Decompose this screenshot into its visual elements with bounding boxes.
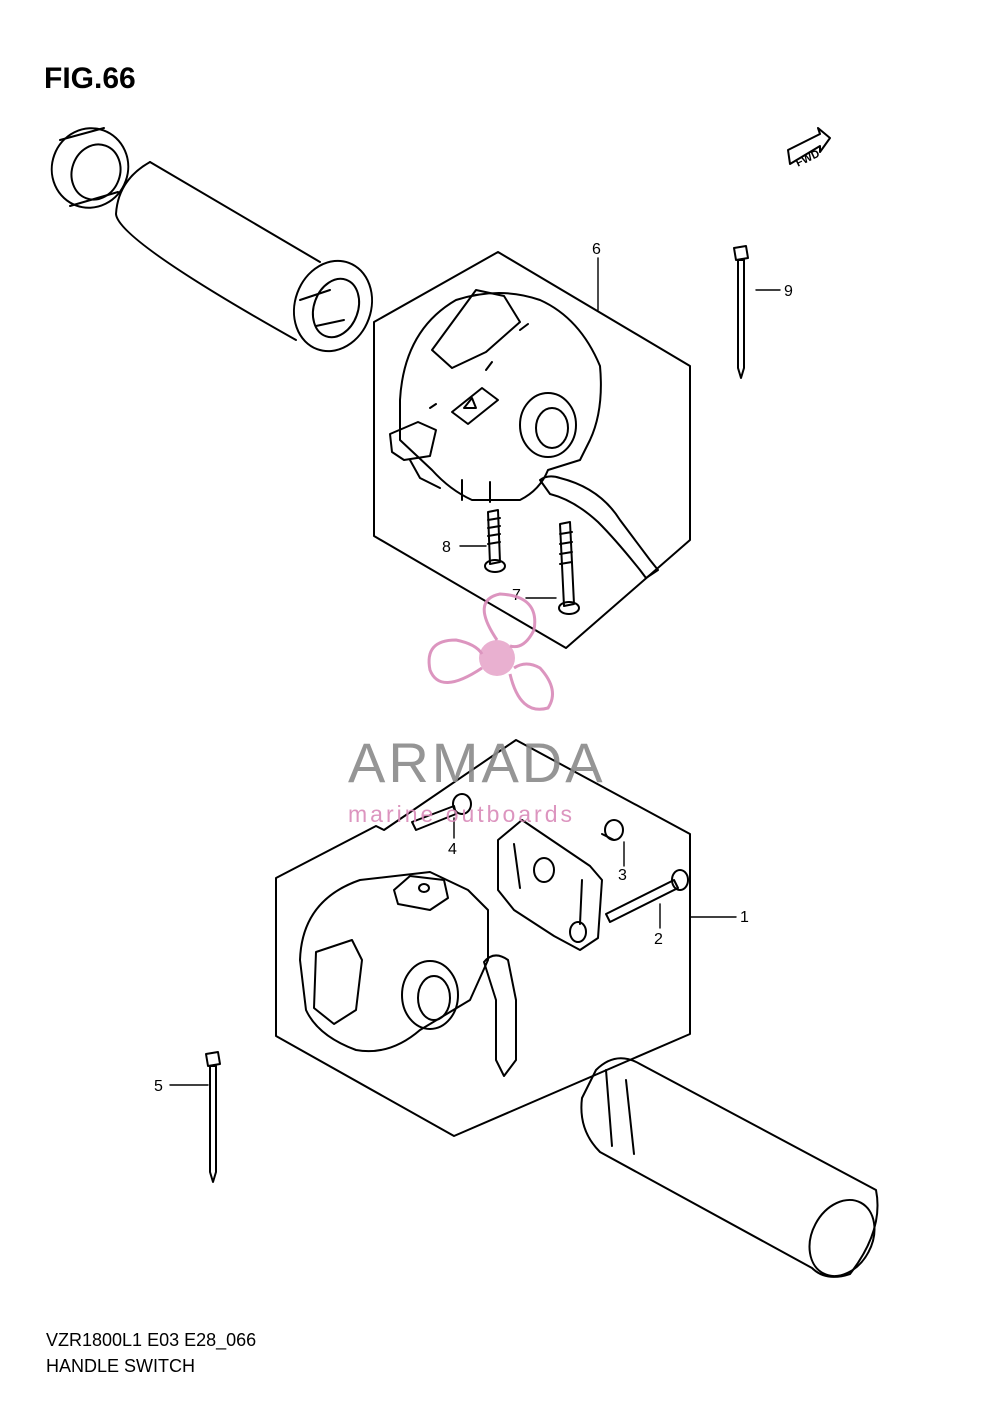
left-switch-housing <box>389 289 659 579</box>
watermark-tagline: marine outboards <box>348 801 575 827</box>
figure-title: FIG.66 <box>44 62 136 95</box>
left-grip-ring <box>50 127 130 209</box>
callout-2: 2 <box>654 931 663 948</box>
fwd-arrow-icon <box>787 127 831 165</box>
left-handle-grip <box>115 161 374 353</box>
cable-tie-9 <box>733 245 749 379</box>
callout-leaders <box>169 257 781 1086</box>
callout-6: 6 <box>592 241 601 258</box>
screw-2 <box>605 869 689 923</box>
callout-4: 4 <box>448 841 457 858</box>
switch-clamp-bracket <box>497 819 603 951</box>
figure-caption: HANDLE SWITCH <box>46 1356 196 1376</box>
screw-8 <box>484 509 506 573</box>
watermark: ARMADA marine outboards <box>348 592 606 827</box>
callout-5: 5 <box>154 1078 163 1095</box>
right-handle-grip <box>580 1057 879 1278</box>
assembly-box-1 <box>275 739 691 1137</box>
screw-3 <box>601 819 624 841</box>
callout-8: 8 <box>442 539 451 556</box>
screw-4 <box>411 793 472 831</box>
callout-3: 3 <box>618 867 627 884</box>
callout-9: 9 <box>784 283 793 300</box>
screw-7 <box>558 521 580 615</box>
right-switch-housing <box>299 871 517 1077</box>
propeller-icon <box>427 592 554 711</box>
watermark-name: ARMADA <box>348 731 606 794</box>
assembly-box-6 <box>373 251 691 649</box>
cable-tie-5 <box>205 1051 221 1183</box>
callout-1: 1 <box>740 909 749 926</box>
model-code: VZR1800L1 E03 E28_066 <box>46 1330 257 1350</box>
